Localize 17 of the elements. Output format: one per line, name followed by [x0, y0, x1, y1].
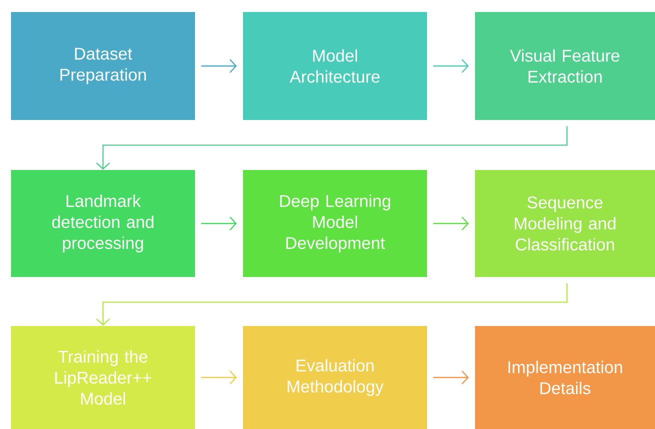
- process-box: Landmark detection and processing: [11, 170, 195, 277]
- process-box: Sequence Modeling and Classification: [475, 170, 655, 277]
- arrow: [433, 216, 469, 230]
- process-box: Training the LipReader++ Model: [11, 326, 195, 429]
- process-box: Dataset Preparation: [11, 12, 195, 120]
- process-box: Implementation Details: [475, 326, 655, 429]
- arrow: [96, 283, 568, 326]
- process-box: Model Architecture: [243, 12, 427, 120]
- arrow: [96, 126, 568, 170]
- process-box: Evaluation Methodology: [243, 326, 427, 429]
- arrow: [201, 216, 237, 230]
- arrow: [201, 370, 237, 384]
- process-box: Deep Learning Model Development: [243, 170, 427, 277]
- process-box: Visual Feature Extraction: [475, 12, 655, 120]
- arrow: [433, 59, 469, 73]
- arrow: [201, 59, 237, 73]
- arrow: [433, 370, 469, 384]
